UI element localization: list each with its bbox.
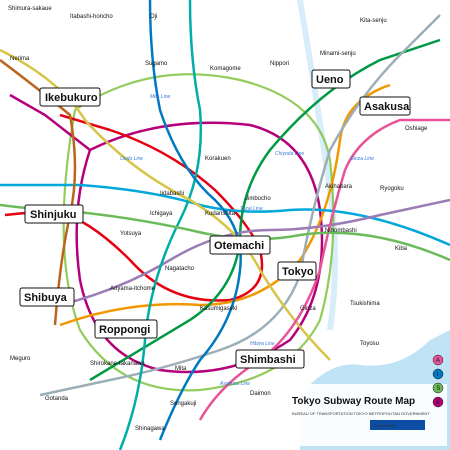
major-station-label: Otemachi: [214, 240, 264, 252]
station-label[interactable]: Meguro: [10, 356, 31, 362]
legend-item: I: [432, 368, 444, 380]
station-label[interactable]: Kasumigaseki: [200, 306, 237, 312]
legend-chip: [432, 382, 444, 394]
station-label[interactable]: Komagome: [210, 66, 241, 72]
oedo-line-west: [9, 93, 91, 151]
station-label[interactable]: Kudanshita: [205, 211, 236, 217]
station-label[interactable]: Nagatacho: [165, 266, 195, 272]
station-marker: [19, 287, 75, 307]
station-label[interactable]: Ginza: [300, 306, 316, 312]
legend-chip: [432, 396, 444, 408]
station-label[interactable]: Nerima: [10, 56, 30, 62]
legend-item: E: [432, 396, 444, 408]
legend-code: I: [437, 372, 439, 378]
line-label: Chiyoda Line: [275, 151, 304, 157]
station-label[interactable]: Sengakuji: [170, 401, 196, 407]
station-marker: [277, 261, 317, 281]
title-block: Tokyo Subway Route Map Tokyo Metro BUREA…: [285, 384, 447, 446]
title-background: [285, 384, 447, 446]
station-label[interactable]: Ichigaya: [150, 211, 173, 217]
station-label[interactable]: Oji: [150, 14, 157, 20]
station-marker: [39, 87, 101, 107]
station-label[interactable]: Gotanda: [45, 396, 69, 402]
station-label[interactable]: Yotsuya: [120, 231, 142, 237]
major-station-asakusa[interactable]: Asakusa: [359, 96, 411, 116]
major-station-label: Roppongi: [99, 324, 150, 336]
station-marker: [359, 96, 411, 116]
major-station-ikebukuro[interactable]: Ikebukuro: [39, 87, 101, 107]
station-label[interactable]: Minami-senju: [320, 51, 356, 57]
legend-code: E: [436, 400, 440, 406]
station-label[interactable]: Itabashi-honcho: [70, 14, 113, 20]
station-label[interactable]: Oshiage: [405, 126, 428, 132]
legend-item: S: [432, 382, 444, 394]
major-station-label: Ueno: [316, 74, 344, 86]
major-station-label: Shinjuku: [30, 209, 76, 221]
brand-badge: [370, 420, 425, 430]
major-station-shinjuku[interactable]: Shinjuku: [24, 204, 84, 224]
map-subtitle: BUREAU OF TRANSPORTATION TOKYO METROPOLI…: [292, 411, 430, 416]
station-label[interactable]: Kita-senju: [360, 18, 387, 24]
station-label[interactable]: Nihombashi: [325, 228, 357, 234]
mita-line: [148, 0, 242, 441]
station-marker: [94, 319, 158, 339]
major-station-shibuya[interactable]: Shibuya: [19, 287, 75, 307]
station-label[interactable]: Tsukishima: [350, 301, 380, 307]
major-station-ueno[interactable]: Ueno: [311, 69, 351, 89]
namboku-line: [118, 0, 203, 450]
line-label: Mita Line: [150, 94, 171, 100]
legend-chip: [432, 354, 444, 366]
station-marker: [235, 349, 305, 369]
line-label: Hibiya Line: [250, 341, 275, 347]
legend-code: A: [436, 358, 440, 364]
major-station-label: Ikebukuro: [45, 92, 98, 104]
line-label: Tozai Line: [240, 206, 263, 212]
station-label[interactable]: Toyosu: [360, 341, 379, 347]
legend-chip: [432, 368, 444, 380]
station-label[interactable]: Shirokane-takanawa: [90, 361, 145, 367]
line-labels: Mita Line Chiyoda Line Ginza Line Tozai …: [120, 94, 374, 387]
minor-stations: Shimura-sakaue Itabashi-honcho Oji Kita-…: [8, 6, 428, 432]
station-label[interactable]: Daimon: [250, 391, 271, 397]
legend-code: S: [436, 386, 440, 392]
station-label[interactable]: Nippori: [270, 61, 289, 67]
station-label[interactable]: Mita: [175, 366, 187, 372]
station-label[interactable]: Aoyama-itchome: [110, 286, 156, 292]
major-station-label: Tokyo: [282, 266, 314, 278]
major-station-tokyo[interactable]: Tokyo: [277, 261, 317, 281]
line-label: Ginza Line: [350, 156, 374, 162]
major-station-otemachi[interactable]: Otemachi: [209, 235, 271, 255]
asakusa-line: [198, 118, 450, 421]
station-label[interactable]: Shinagawa: [135, 426, 165, 432]
station-label[interactable]: Sugamo: [145, 61, 168, 67]
station-label[interactable]: Ryogoku: [380, 186, 404, 192]
major-station-label: Asakusa: [364, 101, 410, 113]
station-marker: [209, 235, 271, 255]
major-station-roppongi[interactable]: Roppongi: [94, 319, 158, 339]
station-label[interactable]: Korakuen: [205, 156, 231, 162]
jr-loop: [62, 73, 335, 392]
major-station-label: Shibuya: [24, 292, 68, 304]
line-label: Asakusa Line: [219, 381, 250, 387]
map-title: Tokyo Subway Route Map: [292, 396, 415, 407]
station-marker: [24, 204, 84, 224]
station-label[interactable]: Iidabashi: [160, 191, 184, 197]
station-label[interactable]: Jimbocho: [245, 196, 271, 202]
station-label[interactable]: Akihabara: [325, 184, 353, 190]
station-marker: [311, 69, 351, 89]
oedo-line: [75, 121, 324, 374]
major-station-shimbashi[interactable]: Shimbashi: [235, 349, 305, 369]
station-label[interactable]: Shimura-sakaue: [8, 6, 52, 12]
line-label: Oedo Line: [120, 156, 143, 162]
major-station-label: Shimbashi: [240, 354, 296, 366]
station-label[interactable]: Kiba: [395, 246, 408, 252]
legend-item: A: [432, 354, 444, 366]
brand-label: Tokyo Metro: [374, 423, 397, 428]
legend: A I S E: [432, 354, 444, 408]
